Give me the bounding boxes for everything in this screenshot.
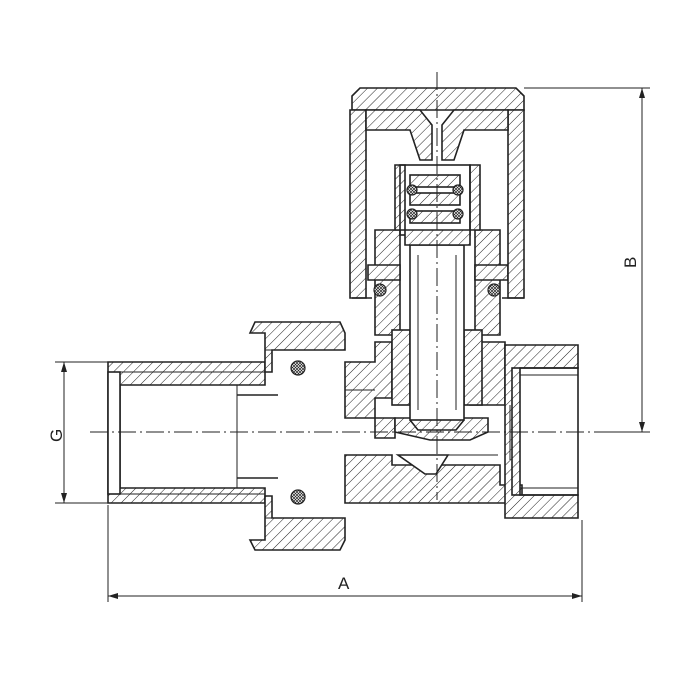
o-ring-seal <box>373 283 387 297</box>
dimension-b-label: B <box>621 257 640 268</box>
handwheel-cap <box>349 87 525 299</box>
o-ring-seal <box>406 184 418 196</box>
o-ring-seal <box>290 489 306 505</box>
o-ring-seal <box>406 208 418 220</box>
dimension-a-label: A <box>338 574 350 593</box>
dimension-g: G <box>47 361 108 504</box>
o-ring-seal <box>452 184 464 196</box>
dimension-a: A <box>107 505 583 602</box>
dimension-g-label: G <box>47 429 66 442</box>
dimension-b: B <box>524 87 650 433</box>
o-ring-seal <box>487 283 501 297</box>
union-nut <box>248 321 346 551</box>
inlet-tailpiece <box>107 361 278 504</box>
o-ring-seal <box>452 208 464 220</box>
o-ring-seal <box>290 360 306 376</box>
